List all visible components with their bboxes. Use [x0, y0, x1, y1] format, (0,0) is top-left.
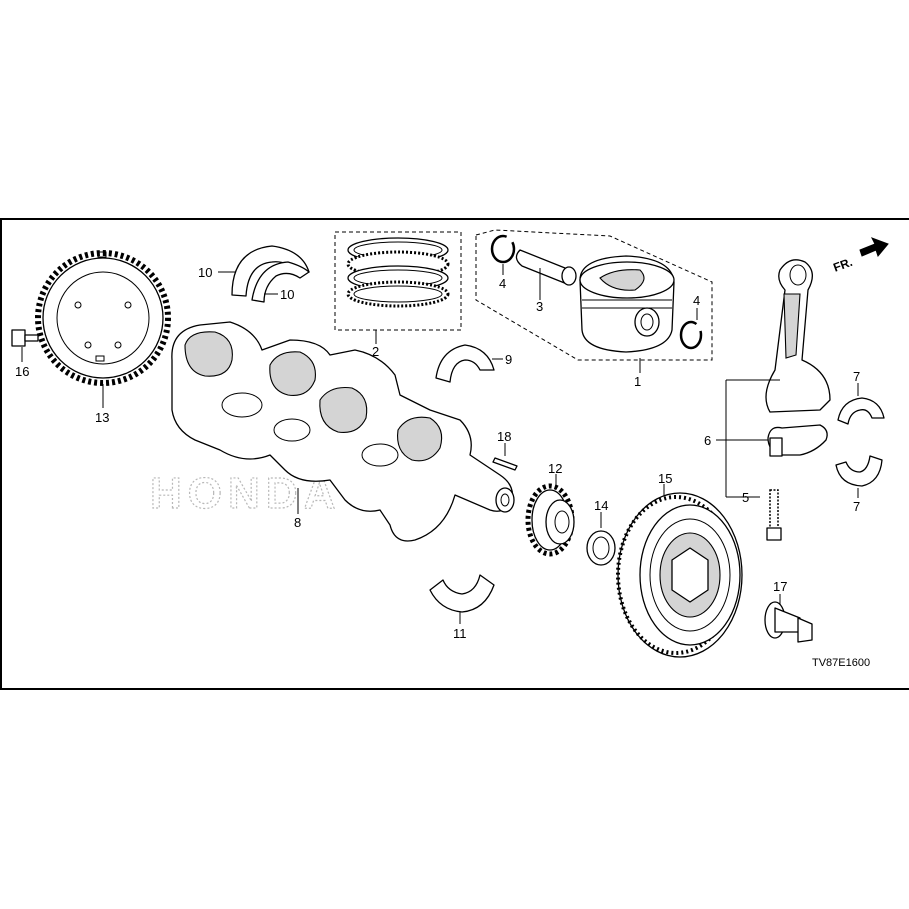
rod-bearing-7-upper[interactable]	[837, 397, 885, 425]
connecting-rod[interactable]	[765, 259, 831, 413]
callout-11: 11	[453, 626, 467, 641]
callout-10-left: 10	[198, 265, 212, 280]
piston-assembly-outline	[475, 229, 713, 361]
piston-pin-3[interactable]	[515, 249, 577, 286]
washer-14[interactable]	[586, 530, 616, 566]
main-bearing-11[interactable]	[429, 574, 495, 613]
callout-1: 1	[634, 374, 641, 389]
callout-15: 15	[658, 471, 672, 486]
piston-1[interactable]	[579, 255, 675, 353]
crankshaft-pulley-15[interactable]	[616, 492, 743, 658]
rod-cap-6[interactable]	[767, 424, 828, 457]
callout-2: 2	[372, 344, 379, 359]
ring-gear-13[interactable]	[35, 250, 171, 386]
callout-12: 12	[548, 461, 562, 476]
callout-16: 16	[15, 364, 29, 379]
rod-bearing-7-lower[interactable]	[835, 455, 883, 487]
pulley-bolt-17[interactable]	[764, 601, 813, 643]
snap-ring-4-right[interactable]	[679, 320, 703, 350]
callout-4-left: 4	[499, 276, 506, 291]
piston-ring-set-2[interactable]	[334, 231, 462, 331]
front-direction-indicator: FR.	[831, 237, 889, 275]
crankshaft-8[interactable]	[171, 321, 515, 542]
timing-sprocket-12[interactable]	[525, 483, 575, 557]
direction-label: FR.	[831, 255, 854, 275]
snap-ring-4-left[interactable]	[490, 234, 516, 264]
callout-4-right: 4	[693, 293, 700, 308]
callout-7-upper: 7	[853, 369, 860, 384]
diagram-frame	[0, 218, 909, 690]
bolt-16[interactable]	[11, 329, 39, 347]
callout-10-right: 10	[280, 287, 294, 302]
key-18[interactable]	[492, 457, 518, 471]
callout-5: 5	[742, 490, 749, 505]
callout-14: 14	[594, 498, 608, 513]
callout-7-lower: 7	[853, 499, 860, 514]
callout-13: 13	[95, 410, 109, 425]
rod-bolt-5[interactable]	[766, 489, 782, 541]
thrust-washer-10[interactable]	[231, 245, 310, 303]
callout-18: 18	[497, 429, 511, 444]
callout-3: 3	[536, 299, 543, 314]
callout-9: 9	[505, 352, 512, 367]
callout-8: 8	[294, 515, 301, 530]
main-bearing-9[interactable]	[435, 344, 495, 383]
diagram-code: TV87E1600	[812, 657, 870, 669]
callout-6: 6	[704, 433, 711, 448]
callout-17: 17	[773, 579, 787, 594]
